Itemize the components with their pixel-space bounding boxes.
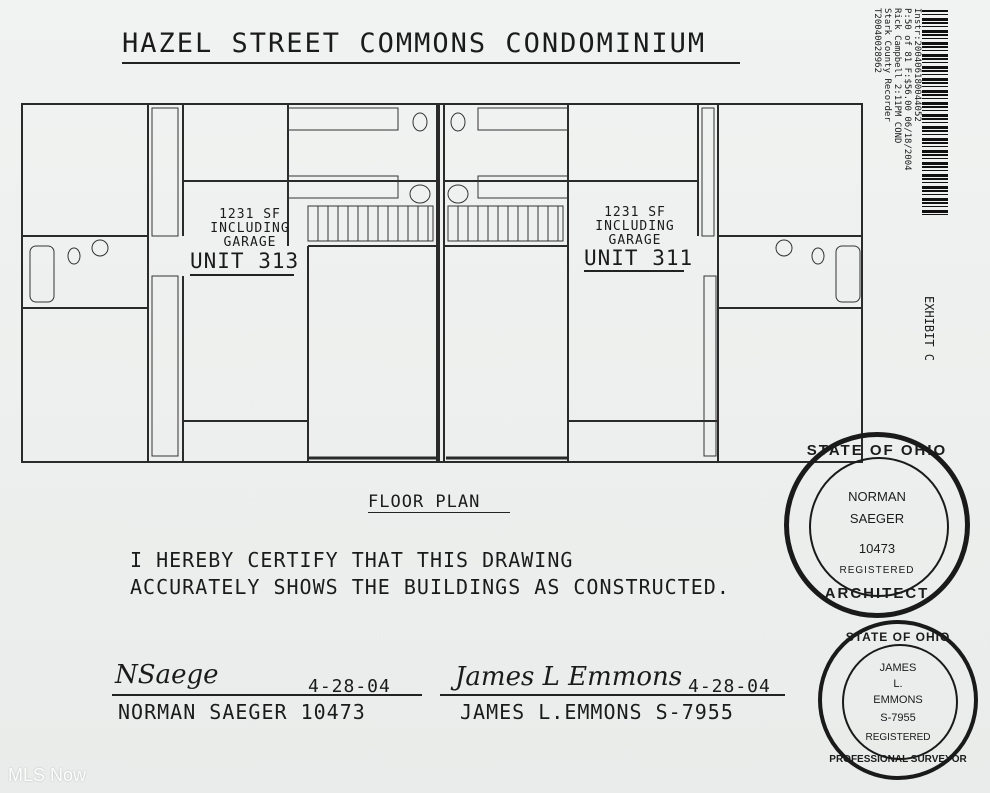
surveyor-seal: STATE OF OHIO JAMES L. EMMONS S-7955 REG…: [818, 620, 978, 780]
recorder-line-3: Rick Campbell 2:11PM COND: [892, 8, 902, 144]
floor-plan-label: FLOOR PLAN: [368, 492, 481, 512]
architect-signature-date: 4-28-04: [308, 676, 391, 697]
mls-watermark: MLS Now: [8, 765, 87, 785]
architect-signature-line: [112, 694, 422, 696]
certification-line-2: ACCURATELY SHOWS THE BUILDINGS AS CONSTR…: [130, 575, 730, 599]
recorder-line-1: Instr:200406180044052: [912, 8, 922, 122]
unit-313-name: UNIT 313: [190, 249, 300, 273]
surveyor-printed-name: JAMES L.EMMONS S-7955: [460, 700, 734, 724]
unit-313-including: INCLUDING: [210, 221, 290, 236]
outer-wall: [21, 103, 863, 463]
unit-311-area: 1231 SF INCLUDING GARAGE: [585, 206, 685, 248]
architect-seal-name: NORMAN: [848, 489, 906, 504]
surveyor-seal-name3: EMMONS: [873, 694, 923, 706]
surveyor-signature: James L Emmons: [455, 662, 683, 692]
certification-line-1: I HEREBY CERTIFY THAT THIS DRAWING: [130, 548, 574, 572]
surveyor-seal-name: JAMES: [879, 662, 917, 674]
unit-313-area: 1231 SF INCLUDING GARAGE: [200, 208, 300, 250]
unit-311-garage: GARAGE: [608, 233, 662, 248]
recorder-line-5: T20040028962: [872, 8, 882, 74]
recorder-line-4: Stark County Recorder: [882, 8, 892, 122]
surveyor-seal-registered: REGISTERED: [865, 732, 931, 743]
architect-seal-title: ARCHITECT: [824, 585, 930, 602]
architect-seal-number: 10473: [858, 541, 896, 556]
unit-313-underline: [190, 274, 294, 276]
unit-311-underline: [584, 270, 684, 272]
surveyor-seal-name2: L.: [893, 678, 903, 690]
architect-signature: NSaege: [115, 660, 219, 690]
architect-seal: STATE OF OHIO NORMAN SAEGER 10473 REGIST…: [784, 432, 970, 618]
unit-311-sf: 1231 SF: [604, 205, 666, 220]
surveyor-signature-date: 4-28-04: [688, 676, 771, 697]
architect-seal-registered: REGISTERED: [839, 565, 915, 576]
certification-statement: I HEREBY CERTIFY THAT THIS DRAWING ACCUR…: [130, 547, 730, 601]
unit-311-name: UNIT 311: [584, 246, 694, 270]
architect-seal-top: STATE OF OHIO: [806, 442, 948, 459]
surveyor-seal-top: STATE OF OHIO: [845, 630, 951, 644]
floor-plan-drawing: [21, 103, 863, 463]
architect-printed-name: NORMAN SAEGER 10473: [118, 700, 366, 724]
exhibit-label: EXHIBIT C: [922, 296, 936, 362]
architect-seal-name2: SAEGER: [849, 511, 905, 526]
title-underline: [122, 62, 740, 64]
surveyor-signature-line: [440, 694, 785, 696]
surveyor-seal-title: PROFESSIONAL SURVEYOR: [829, 754, 967, 765]
recorder-line-2: P:50 of 81 F:$56.00 06/18/2004: [902, 8, 912, 171]
unit-313-sf: 1231 SF: [219, 207, 281, 222]
floor-plan-underline: [368, 512, 510, 513]
document-title: HAZEL STREET COMMONS CONDOMINIUM: [122, 28, 707, 59]
unit-313-garage: GARAGE: [223, 235, 277, 250]
surveyor-seal-number: S-7955: [880, 712, 916, 724]
recorder-barcode: [922, 10, 948, 215]
unit-311-including: INCLUDING: [595, 219, 675, 234]
